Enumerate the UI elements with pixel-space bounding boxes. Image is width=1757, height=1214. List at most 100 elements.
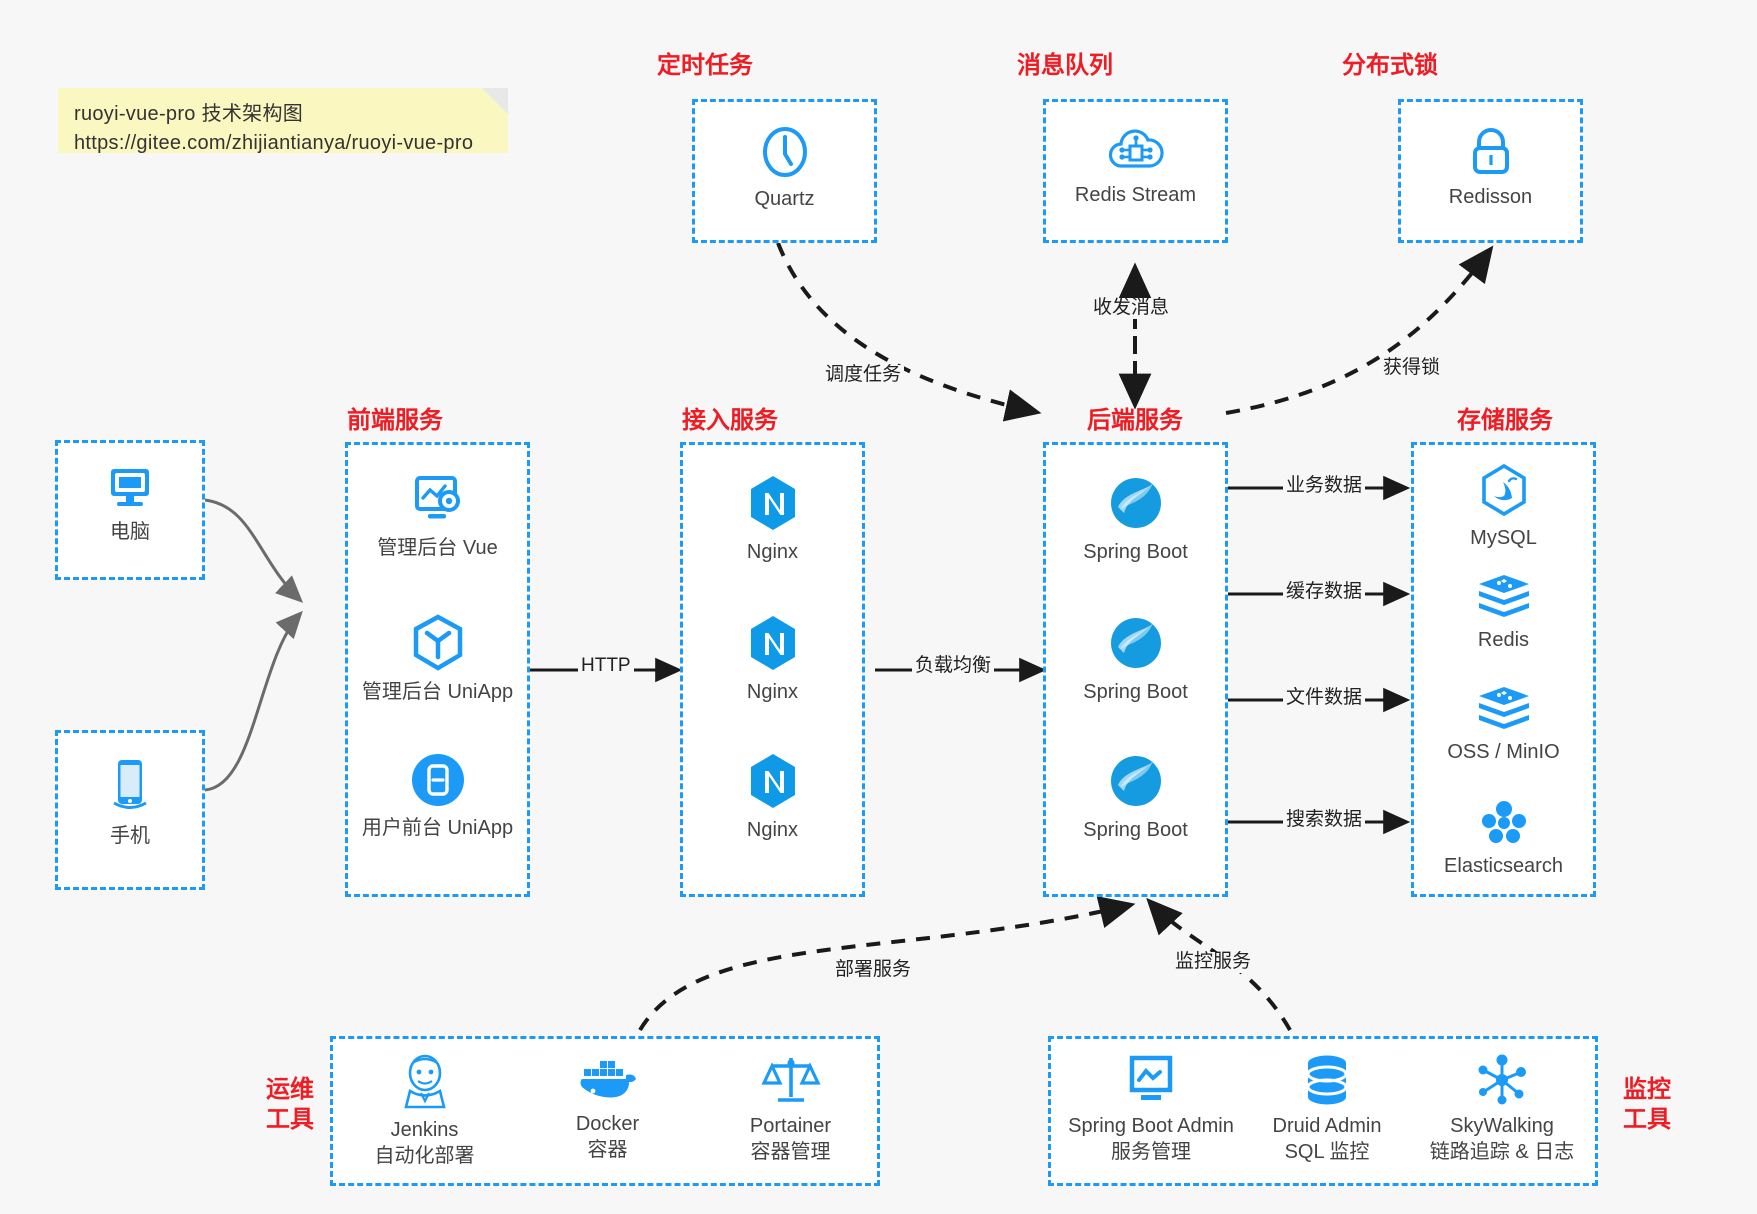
spring-leaf-icon (1046, 613, 1225, 673)
skywalking-node-icon (1407, 1053, 1597, 1107)
phone-circle-icon (348, 751, 527, 809)
node-label: Jenkins (390, 1119, 459, 1141)
node-spring-boot-3[interactable]: Spring Boot (1046, 751, 1225, 843)
redis-stack-icon (1414, 573, 1593, 621)
node-nginx-1[interactable]: Nginx (683, 473, 862, 565)
group-box-monitor: Spring Boot Admin 服务管理 Druid Admin SQL 监… (1048, 1036, 1598, 1186)
node-quartz[interactable]: Quartz (695, 124, 874, 212)
node-label: SkyWalking (1450, 1115, 1554, 1137)
node-label: OSS / MinIO (1447, 741, 1560, 763)
node-admin-vue[interactable]: 管理后台 Vue (348, 473, 527, 561)
group-box-client-desktop: 电脑 (55, 440, 205, 580)
node-redis[interactable]: Redis (1414, 573, 1593, 653)
group-title-storage: 存储服务 (1457, 407, 1553, 434)
group-title-mq: 消息队列 (1017, 52, 1113, 79)
node-sublabel: 服务管理 (1111, 1141, 1191, 1163)
group-title-devops: 运维 工具 (250, 1075, 330, 1135)
node-mobile[interactable]: 手机 (58, 757, 202, 849)
group-box-client-mobile: 手机 (55, 730, 205, 890)
node-portainer[interactable]: Portainer 容器管理 (699, 1053, 882, 1165)
node-user-uniapp[interactable]: 用户前台 UniApp (348, 751, 527, 841)
cloud-stream-icon (1046, 124, 1225, 176)
edge-label-monitor-service: 监控服务 (1172, 951, 1255, 973)
edge-label-file-data: 文件数据 (1283, 687, 1366, 709)
edge-label-deploy-service: 部署服务 (832, 959, 915, 981)
spring-leaf-icon (1046, 473, 1225, 533)
group-box-scheduler: Quartz (692, 99, 877, 243)
group-title-scheduler: 定时任务 (657, 52, 753, 79)
node-label: Druid Admin (1272, 1115, 1382, 1137)
group-box-lock: Redisson (1398, 99, 1583, 243)
group-box-devops: Jenkins 自动化部署 Docker 容器 (330, 1036, 880, 1186)
edge-label-acquire-lock: 获得锁 (1380, 357, 1444, 379)
diagram-note: ruoyi-vue-pro 技术架构图 https://gitee.com/zh… (58, 88, 508, 154)
node-nginx-2[interactable]: Nginx (683, 613, 862, 705)
node-label: Spring Boot (1083, 681, 1188, 703)
node-elasticsearch[interactable]: Elasticsearch (1414, 795, 1593, 879)
group-box-mq: Redis Stream (1043, 99, 1228, 243)
mysql-dolphin-icon (1414, 463, 1593, 519)
node-oss-minio[interactable]: OSS / MinIO (1414, 685, 1593, 765)
group-title-monitor: 监控 工具 (1607, 1075, 1687, 1135)
node-nginx-3[interactable]: Nginx (683, 751, 862, 843)
node-sublabel: 容器管理 (750, 1141, 831, 1163)
node-label: Spring Boot (1083, 541, 1188, 563)
node-docker[interactable]: Docker 容器 (516, 1053, 699, 1163)
group-box-storage: MySQL Redis (1411, 442, 1596, 897)
group-title-lock: 分布式锁 (1342, 52, 1438, 79)
node-label: Quartz (754, 188, 815, 210)
spring-leaf-icon (1046, 751, 1225, 811)
hexagon-cube-icon (348, 613, 527, 673)
group-title-backend: 后端服务 (1087, 407, 1183, 434)
node-sublabel: SQL 监控 (1284, 1141, 1370, 1163)
node-sublabel: 链路追踪 & 日志 (1429, 1141, 1575, 1163)
nginx-icon (683, 473, 862, 533)
node-label: Redis Stream (1074, 184, 1197, 206)
edge-label-http: HTTP (578, 655, 634, 677)
note-title: ruoyi-vue-pro 技术架构图 (74, 103, 304, 125)
node-spring-boot-1[interactable]: Spring Boot (1046, 473, 1225, 565)
edge-label-load-balance: 负载均衡 (912, 655, 995, 677)
node-spring-boot-admin[interactable]: Spring Boot Admin 服务管理 (1051, 1053, 1251, 1165)
node-druid-admin[interactable]: Druid Admin SQL 监控 (1237, 1053, 1417, 1165)
node-label: 手机 (110, 825, 150, 847)
node-desktop[interactable]: 电脑 (58, 463, 202, 545)
node-label: Portainer (749, 1115, 832, 1137)
node-skywalking[interactable]: SkyWalking 链路追踪 & 日志 (1407, 1053, 1597, 1165)
edge-label-cache-data: 缓存数据 (1283, 581, 1366, 603)
docker-whale-icon (516, 1053, 699, 1105)
lock-icon (1401, 124, 1580, 178)
node-sublabel: 容器 (587, 1139, 628, 1161)
node-label: 用户前台 UniApp (361, 817, 514, 839)
node-jenkins[interactable]: Jenkins 自动化部署 (333, 1053, 516, 1169)
edge-label-schedule-task: 调度任务 (822, 364, 905, 386)
edge-label-search-data: 搜索数据 (1283, 809, 1366, 831)
note-url: https://gitee.com/zhijiantianya/ruoyi-vu… (74, 132, 474, 154)
group-box-frontend: 管理后台 Vue 管理后台 UniApp 用户前台 UniApp (345, 442, 530, 897)
node-label: Nginx (746, 541, 799, 563)
node-label: Docker (575, 1113, 640, 1135)
node-label: Spring Boot (1083, 819, 1188, 841)
database-icon (1237, 1053, 1417, 1107)
node-mysql[interactable]: MySQL (1414, 463, 1593, 551)
mobile-icon (58, 757, 202, 817)
oss-stack-icon (1414, 685, 1593, 733)
node-redis-stream[interactable]: Redis Stream (1046, 124, 1225, 208)
group-title-devops-line2: 工具 (266, 1106, 314, 1133)
elasticsearch-icon (1414, 795, 1593, 847)
node-label: 电脑 (110, 521, 150, 543)
node-redisson[interactable]: Redisson (1401, 124, 1580, 210)
node-admin-uniapp[interactable]: 管理后台 UniApp (348, 613, 527, 705)
node-sublabel: 自动化部署 (374, 1145, 475, 1167)
node-spring-boot-2[interactable]: Spring Boot (1046, 613, 1225, 705)
node-label: Nginx (746, 819, 799, 841)
node-label: MySQL (1470, 527, 1537, 549)
clock-icon (695, 124, 874, 180)
note-fold-corner (482, 88, 508, 114)
node-label: Elasticsearch (1444, 855, 1563, 877)
group-title-gateway: 接入服务 (682, 407, 778, 434)
node-label: 管理后台 Vue (377, 537, 498, 559)
jenkins-butler-icon (333, 1053, 516, 1111)
nginx-icon (683, 613, 862, 673)
